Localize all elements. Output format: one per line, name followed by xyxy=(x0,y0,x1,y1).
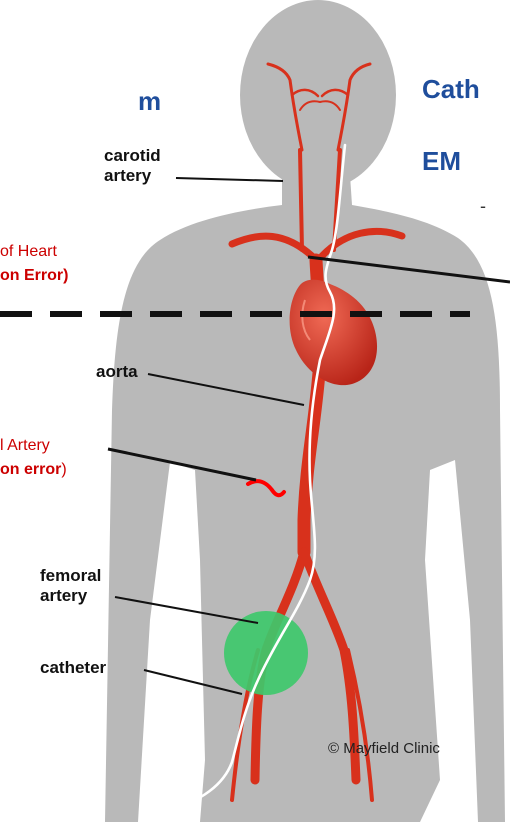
carotid-label-line2: artery xyxy=(104,166,151,185)
catheter-label: catheter xyxy=(40,658,106,677)
femoral-label-line1: femoral xyxy=(40,566,101,585)
title-line-2: EM xyxy=(422,146,461,176)
header-fragment-left: m xyxy=(138,86,161,116)
artery-annotation-line2: on error) xyxy=(0,460,67,480)
heart-annotation-line1: of Heart xyxy=(0,242,57,262)
body-silhouette xyxy=(105,0,505,822)
title-line-1: Cath xyxy=(422,74,480,104)
insertion-zone-circle xyxy=(224,611,308,695)
title-dash: - xyxy=(480,196,486,217)
artery-annotation-line1: l Artery xyxy=(0,436,50,456)
femoral-label-line2: artery xyxy=(40,586,87,605)
heart-annotation-line2: on Error) xyxy=(0,266,68,286)
artery-annotation-tail: ) xyxy=(61,461,66,478)
carotid-label-line1: carotid xyxy=(104,146,161,165)
carotid-artery-left xyxy=(300,150,302,250)
carotid-leader xyxy=(176,178,283,181)
credit-text: © Mayfield Clinic xyxy=(328,740,440,757)
artery-annotation-bold: on error xyxy=(0,461,61,478)
aorta-label: aorta xyxy=(96,362,138,381)
